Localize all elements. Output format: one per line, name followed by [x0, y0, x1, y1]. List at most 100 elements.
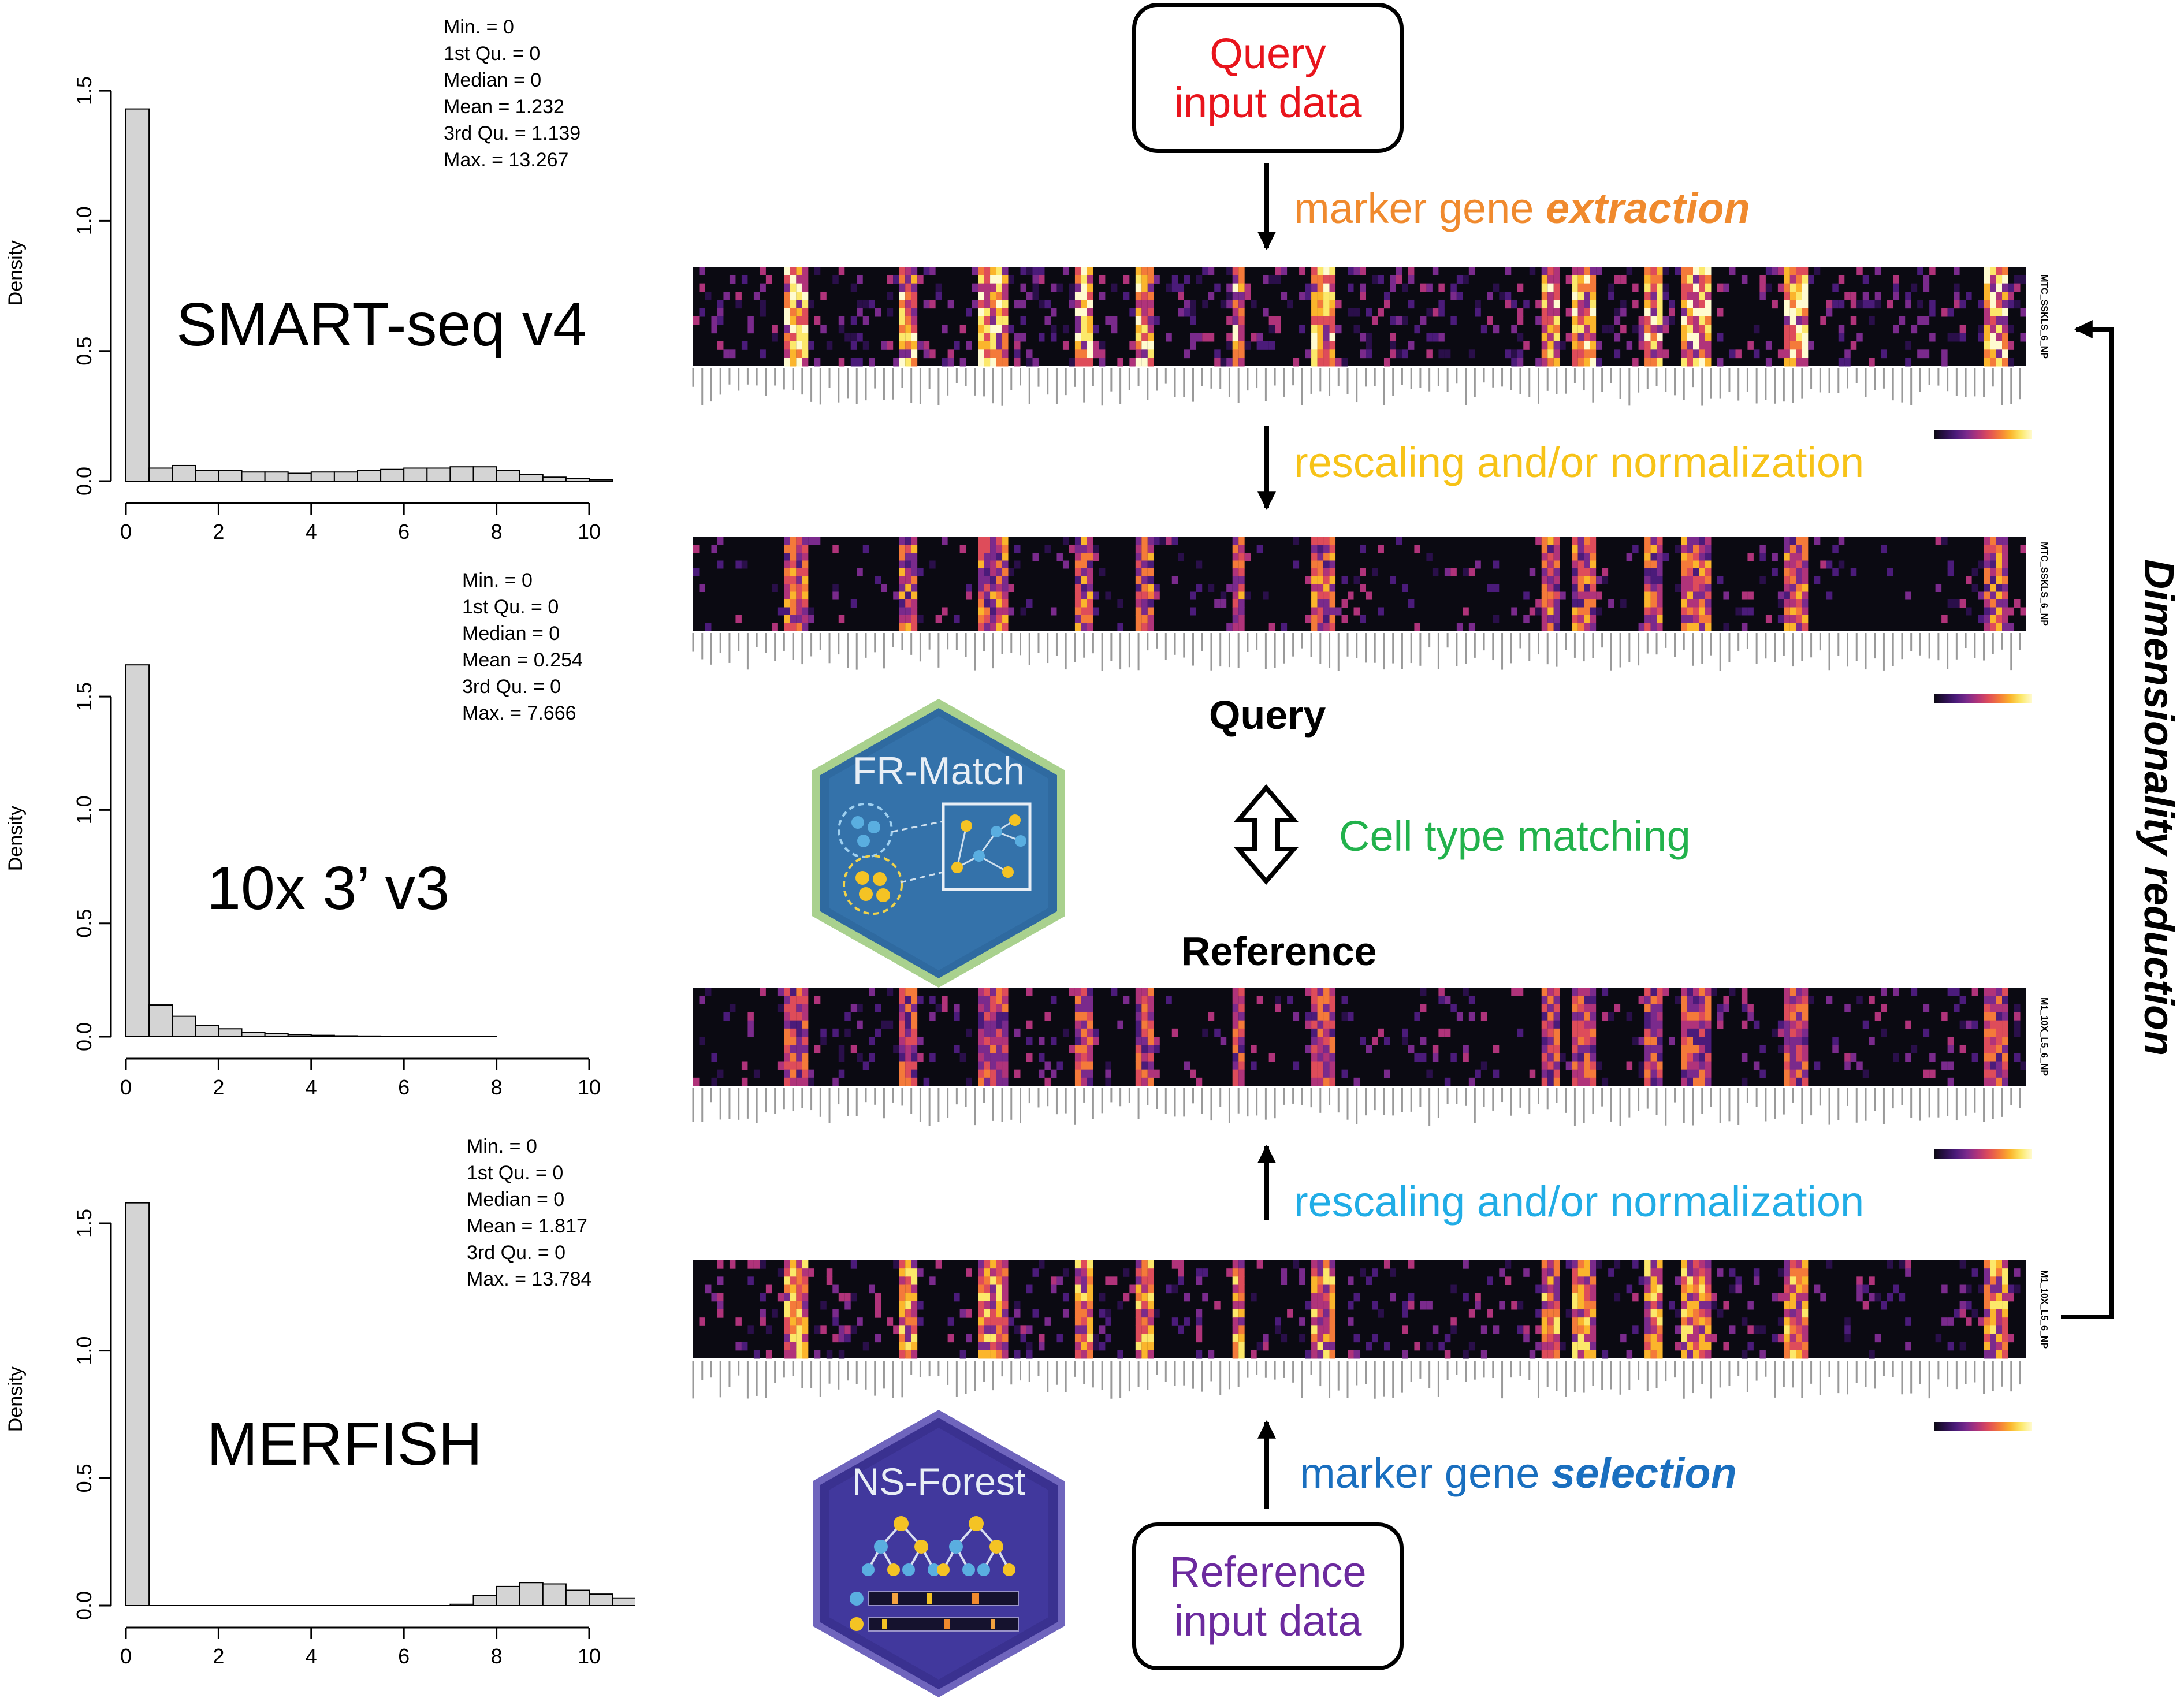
heatmap-cell — [1330, 308, 1335, 317]
heatmap-cell — [905, 1276, 911, 1285]
heatmap-cell — [1323, 599, 1329, 608]
heatmap-cell — [1766, 615, 1772, 623]
heatmap-cell — [1196, 561, 1202, 569]
heatmap-cell — [1984, 1012, 1990, 1021]
stat-line: 3rd Qu. = 1.139 — [444, 120, 581, 147]
heatmap-cell — [1311, 1062, 1317, 1070]
heatmap-cell — [1293, 1062, 1299, 1070]
heatmap-cell — [996, 545, 1002, 553]
heatmap-background — [693, 1260, 2026, 1358]
heatmap-cell — [1693, 300, 1699, 308]
heatmap-cell — [1754, 349, 1759, 358]
heatmap-cell — [1747, 1342, 1753, 1351]
heatmap-cell — [1099, 358, 1105, 367]
heatmap-cell — [1111, 284, 1117, 292]
heatmap-cell — [1590, 316, 1596, 325]
heatmap-cell — [917, 1268, 923, 1277]
heatmap-cell — [966, 1078, 972, 1086]
heatmap-cell — [1759, 545, 1765, 553]
heatmap-cell — [1081, 292, 1087, 300]
heatmap-cell — [1554, 316, 1560, 325]
heatmap-cell — [1693, 561, 1699, 569]
heatmap-cell — [1590, 1012, 1596, 1021]
heatmap-cell — [1366, 1276, 1371, 1285]
heatmap-cell — [784, 623, 790, 631]
heatmap-cell — [996, 1062, 1002, 1070]
heatmap-cell — [1087, 1260, 1093, 1269]
heatmap-cell — [1693, 599, 1699, 608]
heatmap-cell — [1402, 1029, 1408, 1037]
heatmap-cell — [1681, 1004, 1687, 1012]
heatmap-cell — [1693, 1078, 1699, 1086]
heatmap-cell — [1590, 584, 1596, 592]
heatmap-cell — [1323, 1350, 1329, 1359]
heatmap-cell — [1075, 584, 1081, 592]
heatmap-cell — [1123, 1293, 1129, 1302]
heatmap-cell — [1832, 545, 1838, 553]
heatmap-cell — [784, 1325, 790, 1334]
heatmap-cell — [747, 325, 753, 333]
heatmap-cell — [1378, 308, 1383, 317]
heatmap-cell — [1075, 615, 1081, 623]
heatmap-cell — [899, 1342, 905, 1351]
heatmap-cell — [1148, 623, 1154, 631]
heatmap-cell — [2008, 341, 2014, 350]
heatmap-cell — [1330, 316, 1335, 325]
heatmap-cell — [1802, 284, 1808, 292]
heatmap-cell — [1318, 1268, 1323, 1277]
heatmap-cell — [1305, 615, 1311, 623]
heatmap-cell — [984, 358, 990, 367]
heatmap-cell — [1330, 292, 1335, 300]
x-tick-label: 6 — [398, 1644, 410, 1668]
heatmap-cell — [1996, 561, 2002, 569]
frmatch-logo: FR-Match — [806, 699, 1071, 988]
heatmap-cell — [996, 1260, 1002, 1269]
heatmap-cell — [1214, 599, 1220, 608]
heatmap-cell — [1905, 1260, 1911, 1269]
heatmap-cell — [1742, 996, 1747, 1004]
heatmap-cell — [875, 1293, 881, 1302]
stat-line: Median = 0 — [467, 1186, 591, 1213]
heatmap-cell — [1984, 1276, 1990, 1285]
heatmap-cell — [1584, 308, 1590, 317]
heatmap-cell — [978, 561, 984, 569]
heatmap-cell — [1330, 988, 1335, 996]
heatmap-cell — [1445, 1350, 1450, 1359]
heatmap-cell — [1426, 1301, 1432, 1310]
heatmap-cell — [1463, 1350, 1468, 1359]
heatmap-cell — [1311, 316, 1317, 325]
y-tick-label: 0.5 — [72, 1464, 96, 1492]
heatmap-cell — [1796, 1293, 1802, 1302]
histogram-bar — [612, 1598, 635, 1606]
heatmap-cell — [790, 300, 796, 308]
heatmap-cell — [996, 1268, 1002, 1277]
heatmap-cell — [1554, 1350, 1560, 1359]
heatmap-cell — [1990, 545, 1996, 553]
heatmap-cell — [1699, 1012, 1705, 1021]
heatmap-cell — [1323, 1070, 1329, 1078]
heatmap-cell — [1578, 1334, 1584, 1343]
heatmap-cell — [1978, 300, 1984, 308]
heatmap-cell — [1305, 1012, 1311, 1021]
heatmap-cell — [1578, 1029, 1584, 1037]
heatmap-cell — [1420, 1004, 1426, 1012]
heatmap-cell — [2014, 275, 2020, 284]
heatmap-cell — [1705, 316, 1711, 325]
heatmap-cell — [832, 1309, 838, 1318]
heatmap-cell — [1687, 1053, 1693, 1062]
heatmap-cell — [790, 349, 796, 358]
heatmap-cell — [1566, 275, 1572, 284]
heatmap-cell — [1426, 1070, 1432, 1078]
heatmap-cell — [1238, 584, 1244, 592]
histogram-bar — [358, 471, 381, 481]
heatmap-cell — [2002, 300, 2008, 308]
heatmap-cell — [1384, 1260, 1390, 1269]
heatmap-cell — [1172, 1317, 1178, 1326]
heatmap-cell — [1238, 1342, 1244, 1351]
heatmap-cell — [1226, 316, 1232, 325]
heatmap-cell — [742, 1078, 747, 1086]
heatmap-cell — [2021, 308, 2026, 317]
heatmap-cell — [1784, 1053, 1789, 1062]
heatmap-cell — [851, 599, 857, 608]
heatmap-cell — [899, 623, 905, 631]
